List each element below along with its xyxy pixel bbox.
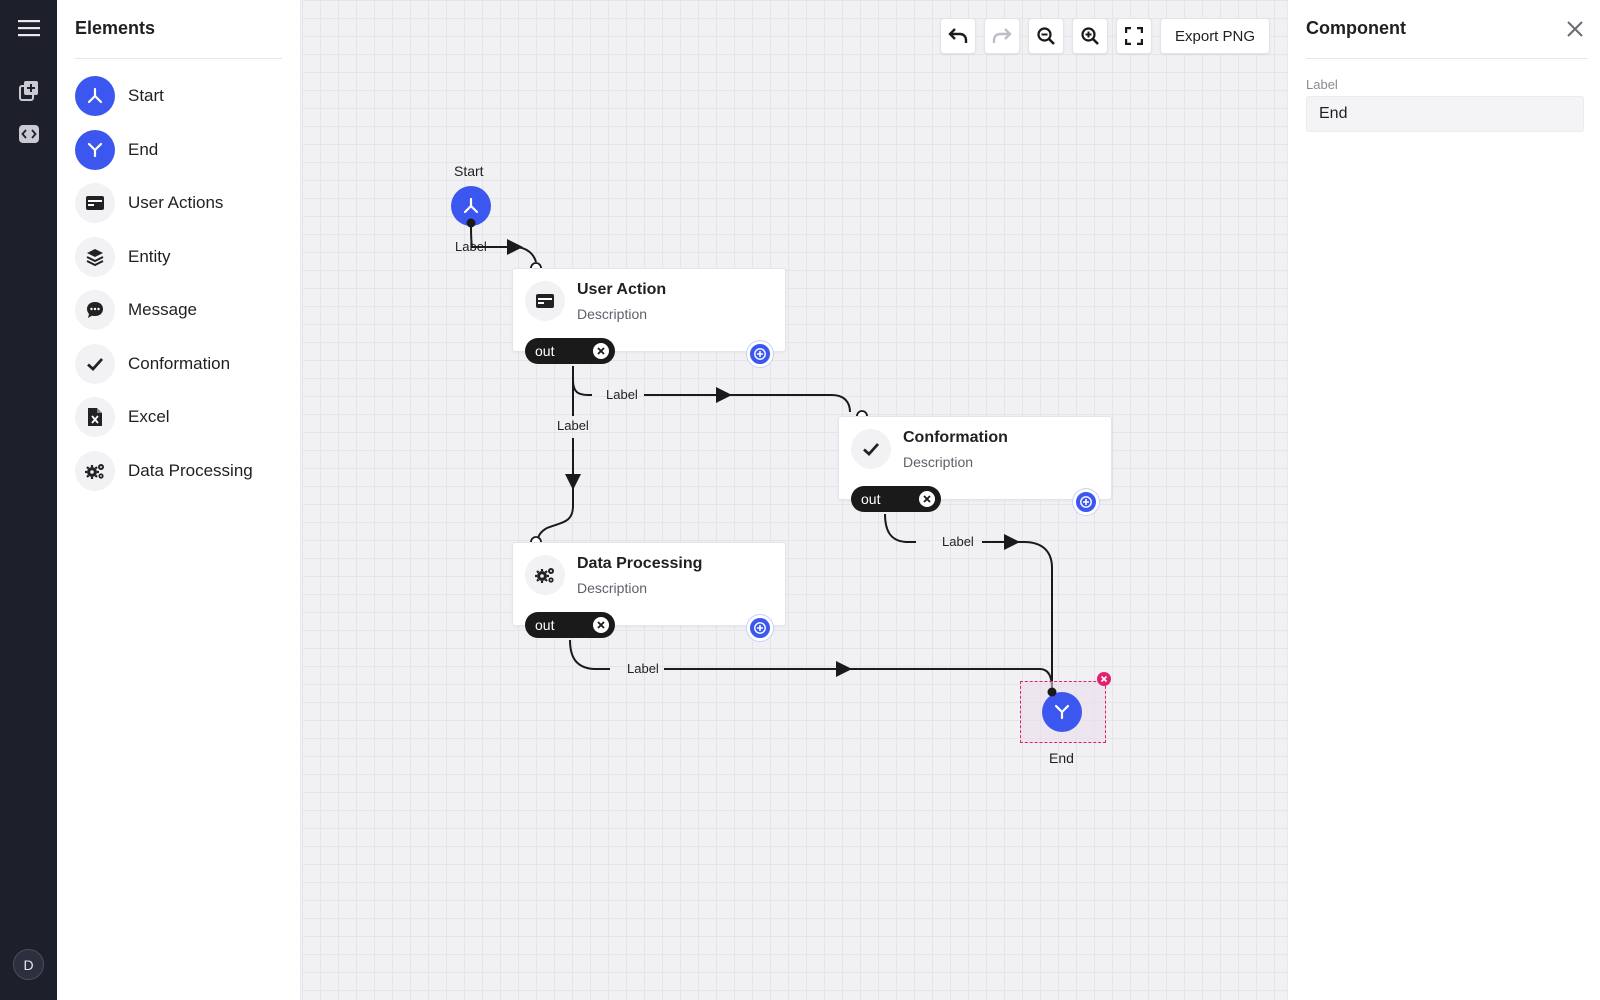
export-png-button[interactable]: Export PNG xyxy=(1160,18,1271,54)
element-label: Conformation xyxy=(128,353,231,373)
start-split-icon xyxy=(463,197,479,214)
zoom-out-icon xyxy=(1037,27,1055,45)
out-port-label: out xyxy=(535,343,555,359)
element-conformation[interactable]: Conformation xyxy=(75,343,285,384)
app-rail: D xyxy=(0,0,57,1000)
chat-icon xyxy=(75,290,115,330)
zoom-in-button[interactable] xyxy=(1072,18,1108,54)
card-icon xyxy=(525,281,565,321)
flow-canvas[interactable]: Label Label Label Label Label Export PNG… xyxy=(302,0,1287,1000)
undo-icon xyxy=(948,28,968,43)
redo-button[interactable] xyxy=(984,18,1020,54)
label-input[interactable] xyxy=(1306,96,1584,132)
remove-port-icon[interactable] xyxy=(593,617,609,633)
fullscreen-icon xyxy=(1125,27,1143,45)
edge-label[interactable]: Label xyxy=(557,418,589,433)
out-port[interactable]: out xyxy=(525,338,615,364)
add-port-button[interactable] xyxy=(747,341,773,367)
gears-icon xyxy=(525,555,565,595)
plus-icon xyxy=(754,622,766,634)
card-icon xyxy=(75,183,115,223)
element-label: Message xyxy=(128,300,197,319)
node-title: User Action xyxy=(577,281,667,298)
remove-port-icon[interactable] xyxy=(593,343,609,359)
node-title: Conformation xyxy=(903,429,1008,446)
edge-user-action-data-processing xyxy=(537,366,574,541)
edge-label[interactable]: Label xyxy=(942,534,974,549)
divider xyxy=(75,58,282,59)
elements-panel-title: Elements xyxy=(75,18,156,38)
add-copy-icon[interactable] xyxy=(14,76,44,106)
remove-port-icon[interactable] xyxy=(919,491,935,507)
node-description: Description xyxy=(577,306,648,322)
component-panel-title: Component xyxy=(1306,18,1406,38)
undo-button[interactable] xyxy=(940,18,976,54)
plus-icon xyxy=(754,348,766,360)
plus-icon xyxy=(1080,496,1092,508)
port-end-in[interactable] xyxy=(1047,687,1057,697)
end-node[interactable] xyxy=(1042,692,1082,732)
element-start[interactable]: Start xyxy=(75,76,285,116)
menu-icon[interactable] xyxy=(14,13,44,43)
edge-label[interactable]: Label xyxy=(606,387,638,402)
check-icon xyxy=(75,343,115,384)
node-title: Data Processing xyxy=(577,555,703,572)
port-start-out[interactable] xyxy=(466,218,476,228)
element-label: Data Processing xyxy=(128,460,253,480)
label-field-caption: Label xyxy=(1306,77,1338,92)
node-description: Description xyxy=(577,580,648,596)
element-label: Entity xyxy=(128,246,171,266)
user-avatar[interactable]: D xyxy=(13,949,44,980)
start-node-label: Start xyxy=(454,163,484,179)
component-panel: Component Label xyxy=(1287,0,1600,1000)
zoom-out-button[interactable] xyxy=(1028,18,1064,54)
edge-label[interactable]: Label xyxy=(627,661,659,676)
element-message[interactable]: Message xyxy=(75,290,285,330)
node-description: Description xyxy=(903,454,974,470)
canvas-toolbar: Export PNG xyxy=(940,18,1271,54)
close-icon xyxy=(1100,675,1108,683)
zoom-in-icon xyxy=(1081,27,1099,45)
add-port-button[interactable] xyxy=(1073,489,1099,515)
excel-file-icon xyxy=(75,397,115,437)
check-icon xyxy=(851,429,891,469)
element-excel[interactable]: Excel xyxy=(75,397,285,437)
element-label: End xyxy=(128,139,159,159)
end-merge-icon xyxy=(1054,704,1070,720)
element-user-actions[interactable]: User Actions xyxy=(75,183,285,223)
end-merge-icon xyxy=(75,129,115,170)
out-port[interactable]: out xyxy=(851,486,941,512)
node-user-action[interactable]: User Action Description out xyxy=(512,268,786,367)
divider xyxy=(1306,58,1588,59)
close-icon xyxy=(1567,21,1583,37)
element-data-processing[interactable]: Data Processing xyxy=(75,450,285,491)
edge-conformation-end xyxy=(884,513,1053,689)
start-split-icon xyxy=(75,76,115,116)
element-label: User Actions xyxy=(128,193,224,212)
close-panel-button[interactable] xyxy=(1564,18,1586,40)
element-end[interactable]: End xyxy=(75,129,285,170)
elements-list: Start End User Actions Entity Message xyxy=(75,76,285,504)
redo-icon xyxy=(992,28,1012,43)
layers-icon xyxy=(75,236,115,277)
out-port-label: out xyxy=(861,491,881,507)
edges-layer xyxy=(470,225,1053,690)
node-data-processing[interactable]: Data Processing Description out xyxy=(512,542,786,641)
element-entity[interactable]: Entity xyxy=(75,236,285,277)
gears-icon xyxy=(75,450,115,491)
node-conformation[interactable]: Conformation Description out xyxy=(838,416,1112,515)
end-node-label: End xyxy=(1049,750,1074,766)
out-port[interactable]: out xyxy=(525,612,615,638)
out-port-label: out xyxy=(535,617,555,633)
elements-panel: Elements Start End User Actions Entity xyxy=(57,0,301,1000)
edge-label[interactable]: Label xyxy=(455,239,487,254)
add-port-button[interactable] xyxy=(747,615,773,641)
fullscreen-button[interactable] xyxy=(1116,18,1152,54)
delete-node-button[interactable] xyxy=(1097,672,1111,686)
code-icon[interactable] xyxy=(14,119,44,149)
element-label: Start xyxy=(128,86,164,105)
element-label: Excel xyxy=(128,407,170,426)
